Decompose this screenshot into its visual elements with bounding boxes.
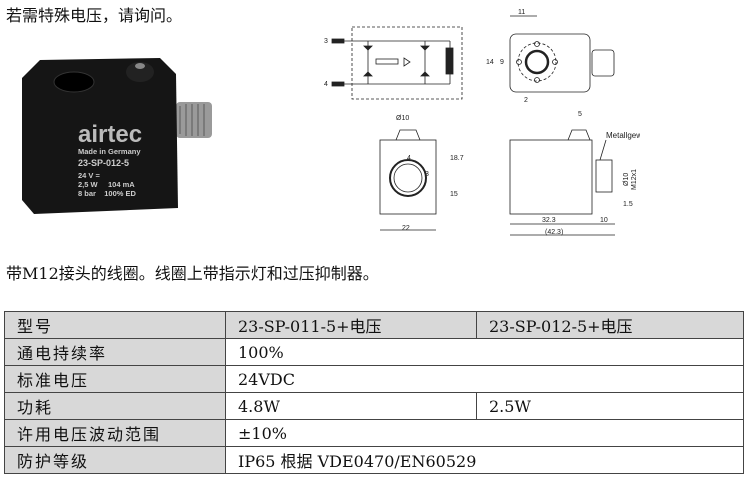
coil-body <box>22 58 178 214</box>
row-value: 2.5W <box>476 392 744 420</box>
photo-label: 24 V = <box>78 171 101 180</box>
product-photo: airtec Made in Germany 23-SP-012-5 24 V … <box>22 58 212 214</box>
table-header-row: 型号 23-SP-011-5+电压 23-SP-012-5+电压 <box>4 311 744 339</box>
pin-label: 4 <box>324 81 328 88</box>
row-value: 100% <box>225 338 744 366</box>
dimension-label: (42.3) <box>545 229 563 236</box>
dimension-label: 11 <box>518 9 525 16</box>
row-label: 功耗 <box>4 392 226 420</box>
header-cell: 23-SP-012-5+电压 <box>476 311 744 339</box>
side-view: 5 Metallgewinde Ø10 M12x1 1.5 32.3 10 (4… <box>509 111 640 236</box>
dimension-label: 14 <box>486 59 494 66</box>
row-value: 4.8W <box>225 392 477 420</box>
row-label: 通电持续率 <box>4 338 226 366</box>
dimension-label: 1.5 <box>623 201 633 208</box>
dimension-label: 9 <box>500 59 504 66</box>
header-cell: 23-SP-011-5+电压 <box>225 311 477 339</box>
special-voltage-note: 若需特殊电压，请询问。 <box>6 6 183 25</box>
dimension-label: Ø10 <box>623 173 630 186</box>
brand-logo: airtec <box>78 121 142 148</box>
dimension-label: 5 <box>578 111 582 118</box>
header-cell: 型号 <box>4 311 226 339</box>
product-caption: 带M12接头的线圈。线圈上带指示灯和过压抑制器。 <box>6 264 379 283</box>
circuit-diagram: 3 4 <box>324 26 463 100</box>
front-view: Ø10 18.7 15 22 4 3 <box>379 115 464 232</box>
dimension-label: Metallgewinde <box>606 131 640 140</box>
table-row: 功耗 4.8W 2.5W <box>4 392 744 420</box>
photo-label: 2,5 W 104 mA <box>78 180 135 189</box>
top-view: 11 14 9 2 <box>486 9 615 104</box>
table-row: 防护等级 IP65 根据 VDE0470/EN60529 <box>4 446 744 474</box>
row-label: 标准电压 <box>4 365 226 393</box>
row-value: ±10% <box>225 419 744 447</box>
photo-label: Made in Germany <box>78 147 141 156</box>
row-value: 24VDC <box>225 365 744 393</box>
dimension-label: Ø10 <box>396 115 409 122</box>
table-row: 许用电压波动范围 ±10% <box>4 419 744 447</box>
dimension-label: 32.3 <box>542 217 556 224</box>
dimension-label: 22 <box>402 225 410 232</box>
table-row: 通电持续率 100% <box>4 338 744 366</box>
dimension-label: 18.7 <box>450 155 464 162</box>
dimension-label: 4 <box>407 155 411 162</box>
dimension-label: 15 <box>450 191 458 198</box>
row-label: 防护等级 <box>4 446 226 474</box>
row-value: IP65 根据 VDE0470/EN60529 <box>225 446 744 474</box>
dimension-label: M12x1 <box>631 169 638 190</box>
technical-drawing: 3 4 11 14 9 2 Ø10 18.7 15 22 4 3 5 Metal… <box>324 9 640 236</box>
pin-label: 3 <box>324 38 328 45</box>
photo-label: 23-SP-012-5 <box>78 158 129 168</box>
dimension-label: 10 <box>600 217 608 224</box>
spec-table: 型号 23-SP-011-5+电压 23-SP-012-5+电压 通电持续率 1… <box>4 311 744 474</box>
dimension-label: 2 <box>524 97 528 104</box>
row-label: 许用电压波动范围 <box>4 419 226 447</box>
bore-hole <box>53 71 95 93</box>
m12-connector <box>176 102 212 138</box>
photo-label: 8 bar 100% ED <box>78 189 137 198</box>
indicator-light <box>126 62 154 82</box>
table-row: 标准电压 24VDC <box>4 365 744 393</box>
dimension-label: 3 <box>425 171 429 178</box>
